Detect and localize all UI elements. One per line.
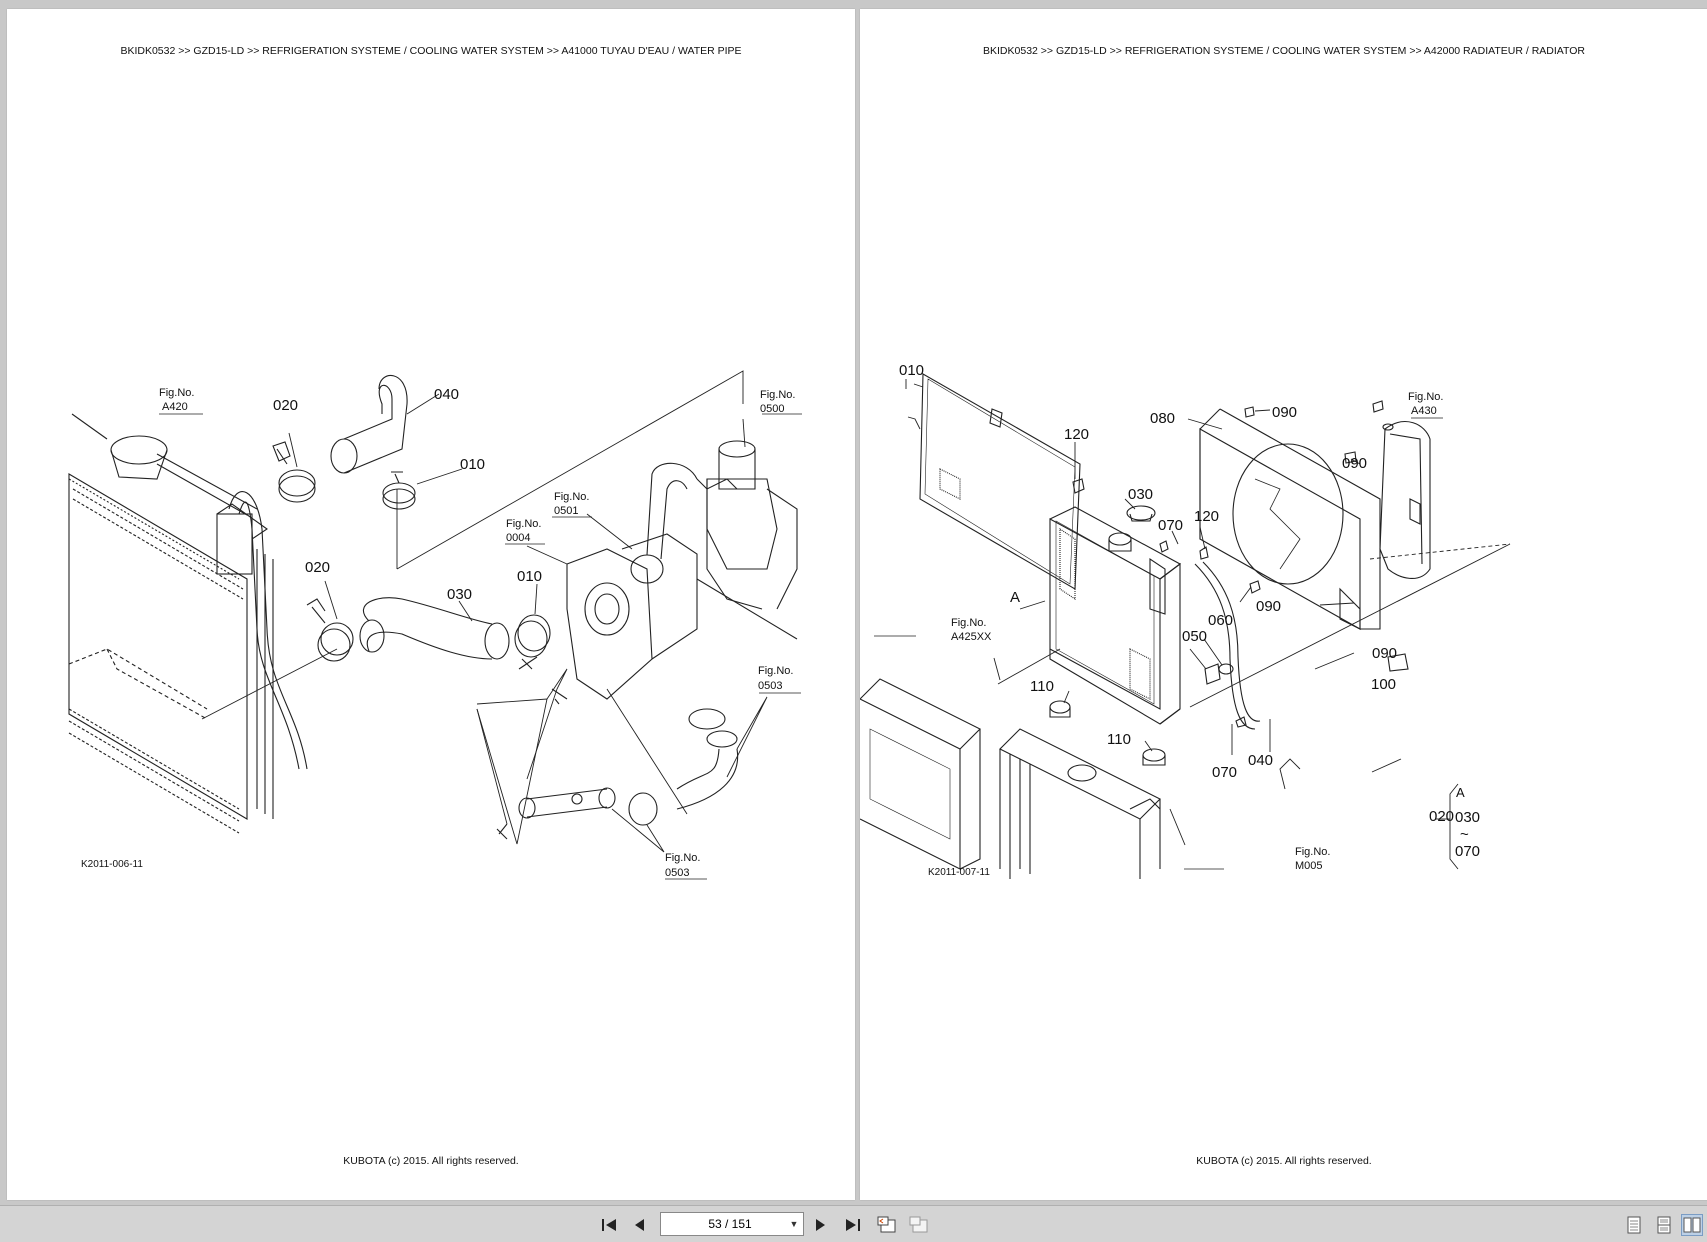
page-footer-copyright: KUBOTA (c) 2015. All rights reserved. bbox=[1196, 1155, 1372, 1167]
overflow-tank bbox=[1379, 421, 1431, 579]
callout-050: 050 bbox=[1182, 628, 1207, 645]
viewer-toolbar: 53 / 151 ▼ bbox=[0, 1205, 1707, 1242]
chevron-down-icon: ▼ bbox=[789, 1219, 799, 1229]
single-page-view-icon[interactable] bbox=[1623, 1214, 1645, 1236]
callout-070-upper: 070 bbox=[1158, 517, 1183, 534]
callout-090-center: 090 bbox=[1256, 598, 1281, 615]
mount-rubbers bbox=[1049, 700, 1166, 766]
callout-fig-0503a-value: 0503 bbox=[758, 680, 782, 692]
two-page-view-icon[interactable] bbox=[1681, 1214, 1703, 1236]
overflow-hose bbox=[1194, 561, 1261, 730]
clamp-mid-left bbox=[306, 598, 354, 662]
page-number-select[interactable]: 53 / 151 ▼ bbox=[660, 1212, 804, 1236]
left-document-page: BKIDK0532 >> GZD15-LD >> REFRIGERATION S… bbox=[7, 9, 855, 1200]
callout-120-upper: 120 bbox=[1064, 426, 1089, 443]
radiator-core bbox=[1049, 506, 1182, 725]
callout-080: 080 bbox=[1150, 410, 1175, 427]
side-panel bbox=[860, 678, 981, 870]
callout-fig-0500-value: 0500 bbox=[760, 403, 784, 415]
callout-fig-a420-label: Fig.No. bbox=[159, 387, 194, 399]
figure-code: K2011-006-11 bbox=[81, 859, 143, 870]
next-page-icon[interactable] bbox=[810, 1214, 832, 1236]
upper-hose bbox=[330, 375, 408, 474]
lower-hose bbox=[359, 597, 510, 660]
callout-070-lower: 070 bbox=[1212, 764, 1237, 781]
callout-a-marker: A bbox=[1010, 589, 1020, 606]
callout-fig-0501-label: Fig.No. bbox=[554, 491, 589, 503]
page-header-breadcrumb: BKIDK0532 >> GZD15-LD >> REFRIGERATION S… bbox=[983, 45, 1585, 57]
callout-fig-a420-value: A420 bbox=[162, 401, 188, 413]
support-frame bbox=[999, 728, 1161, 879]
callout-fig-0503b-label: Fig.No. bbox=[665, 852, 700, 864]
water-pipe-diagram: Fig.No. A420 Fig.No. 0500 Fig.No. 0501 F… bbox=[68, 370, 802, 880]
callout-fig-0503a-label: Fig.No. bbox=[758, 665, 793, 677]
leader-lines bbox=[905, 379, 1511, 846]
detail-a: A bbox=[1456, 785, 1465, 800]
detail-a-bracket bbox=[1435, 783, 1459, 870]
right-document-page: BKIDK0532 >> GZD15-LD >> REFRIGERATION S… bbox=[860, 9, 1707, 1200]
callout-fig-0004-label: Fig.No. bbox=[506, 518, 541, 530]
prev-page-icon[interactable] bbox=[628, 1214, 650, 1236]
clamp-top-right bbox=[382, 471, 416, 510]
last-page-icon[interactable] bbox=[842, 1214, 864, 1236]
detail-020: 020 bbox=[1429, 808, 1454, 825]
callout-fig-m005-value: M005 bbox=[1295, 860, 1323, 872]
callout-030: 030 bbox=[447, 586, 472, 603]
callout-090-right: 090 bbox=[1342, 455, 1367, 472]
radiator-illustration bbox=[68, 413, 308, 834]
reservoir-cap bbox=[1126, 505, 1156, 522]
radiator-diagram: 010 120 080 090 030 090 070 120 090 A 06… bbox=[860, 362, 1511, 879]
detail-070: 070 bbox=[1455, 843, 1480, 860]
page-header-breadcrumb: BKIDK0532 >> GZD15-LD >> REFRIGERATION S… bbox=[120, 45, 742, 57]
callout-fig-a425xx-label: Fig.No. bbox=[951, 617, 986, 629]
callout-010-lower: 010 bbox=[517, 568, 542, 585]
continuous-view-icon[interactable] bbox=[1653, 1214, 1675, 1236]
fit-width-icon[interactable] bbox=[908, 1214, 930, 1236]
callout-120-mid: 120 bbox=[1194, 508, 1219, 525]
first-page-icon[interactable] bbox=[598, 1214, 620, 1236]
fan-shroud bbox=[1199, 408, 1381, 630]
page-footer-copyright: KUBOTA (c) 2015. All rights reserved. bbox=[343, 1155, 519, 1167]
callout-090-top: 090 bbox=[1272, 404, 1297, 421]
callout-100: 100 bbox=[1371, 676, 1396, 693]
callout-040: 040 bbox=[1248, 752, 1273, 769]
callout-fig-0503b-value: 0503 bbox=[665, 867, 689, 879]
callout-020-lower: 020 bbox=[305, 559, 330, 576]
clamp-upper bbox=[272, 441, 316, 503]
callout-110-left: 110 bbox=[1030, 678, 1054, 695]
callout-fig-a425xx-value: A425XX bbox=[951, 631, 992, 643]
callout-fig-0501-value: 0501 bbox=[554, 505, 578, 517]
leader-lines bbox=[201, 370, 768, 853]
callout-090-bottom: 090 bbox=[1372, 645, 1397, 662]
lower-pipe-assembly bbox=[496, 688, 739, 840]
callout-fig-0500-label: Fig.No. bbox=[760, 389, 795, 401]
callout-fig-0004-value: 0004 bbox=[506, 532, 530, 544]
callout-010: 010 bbox=[899, 362, 924, 379]
callout-fig-a430-value: A430 bbox=[1411, 405, 1437, 417]
callout-060: 060 bbox=[1208, 612, 1233, 629]
small-parts bbox=[1072, 400, 1409, 728]
figure-code: K2011-007-11 bbox=[928, 867, 990, 878]
fit-page-icon[interactable] bbox=[876, 1214, 898, 1236]
water-pump-housing bbox=[566, 440, 798, 700]
detail-tilde: ~ bbox=[1460, 826, 1469, 843]
callout-020-upper: 020 bbox=[273, 397, 298, 414]
callout-030: 030 bbox=[1128, 486, 1153, 503]
callout-010-upper: 010 bbox=[460, 456, 485, 473]
clamp-mid-right bbox=[514, 614, 551, 670]
callout-fig-a430-label: Fig.No. bbox=[1408, 391, 1443, 403]
page-number-value: 53 / 151 bbox=[708, 1217, 752, 1231]
detail-030: 030 bbox=[1455, 809, 1480, 826]
callout-fig-m005-label: Fig.No. bbox=[1295, 846, 1330, 858]
callout-040: 040 bbox=[434, 386, 459, 403]
callout-110-right: 110 bbox=[1107, 731, 1131, 748]
